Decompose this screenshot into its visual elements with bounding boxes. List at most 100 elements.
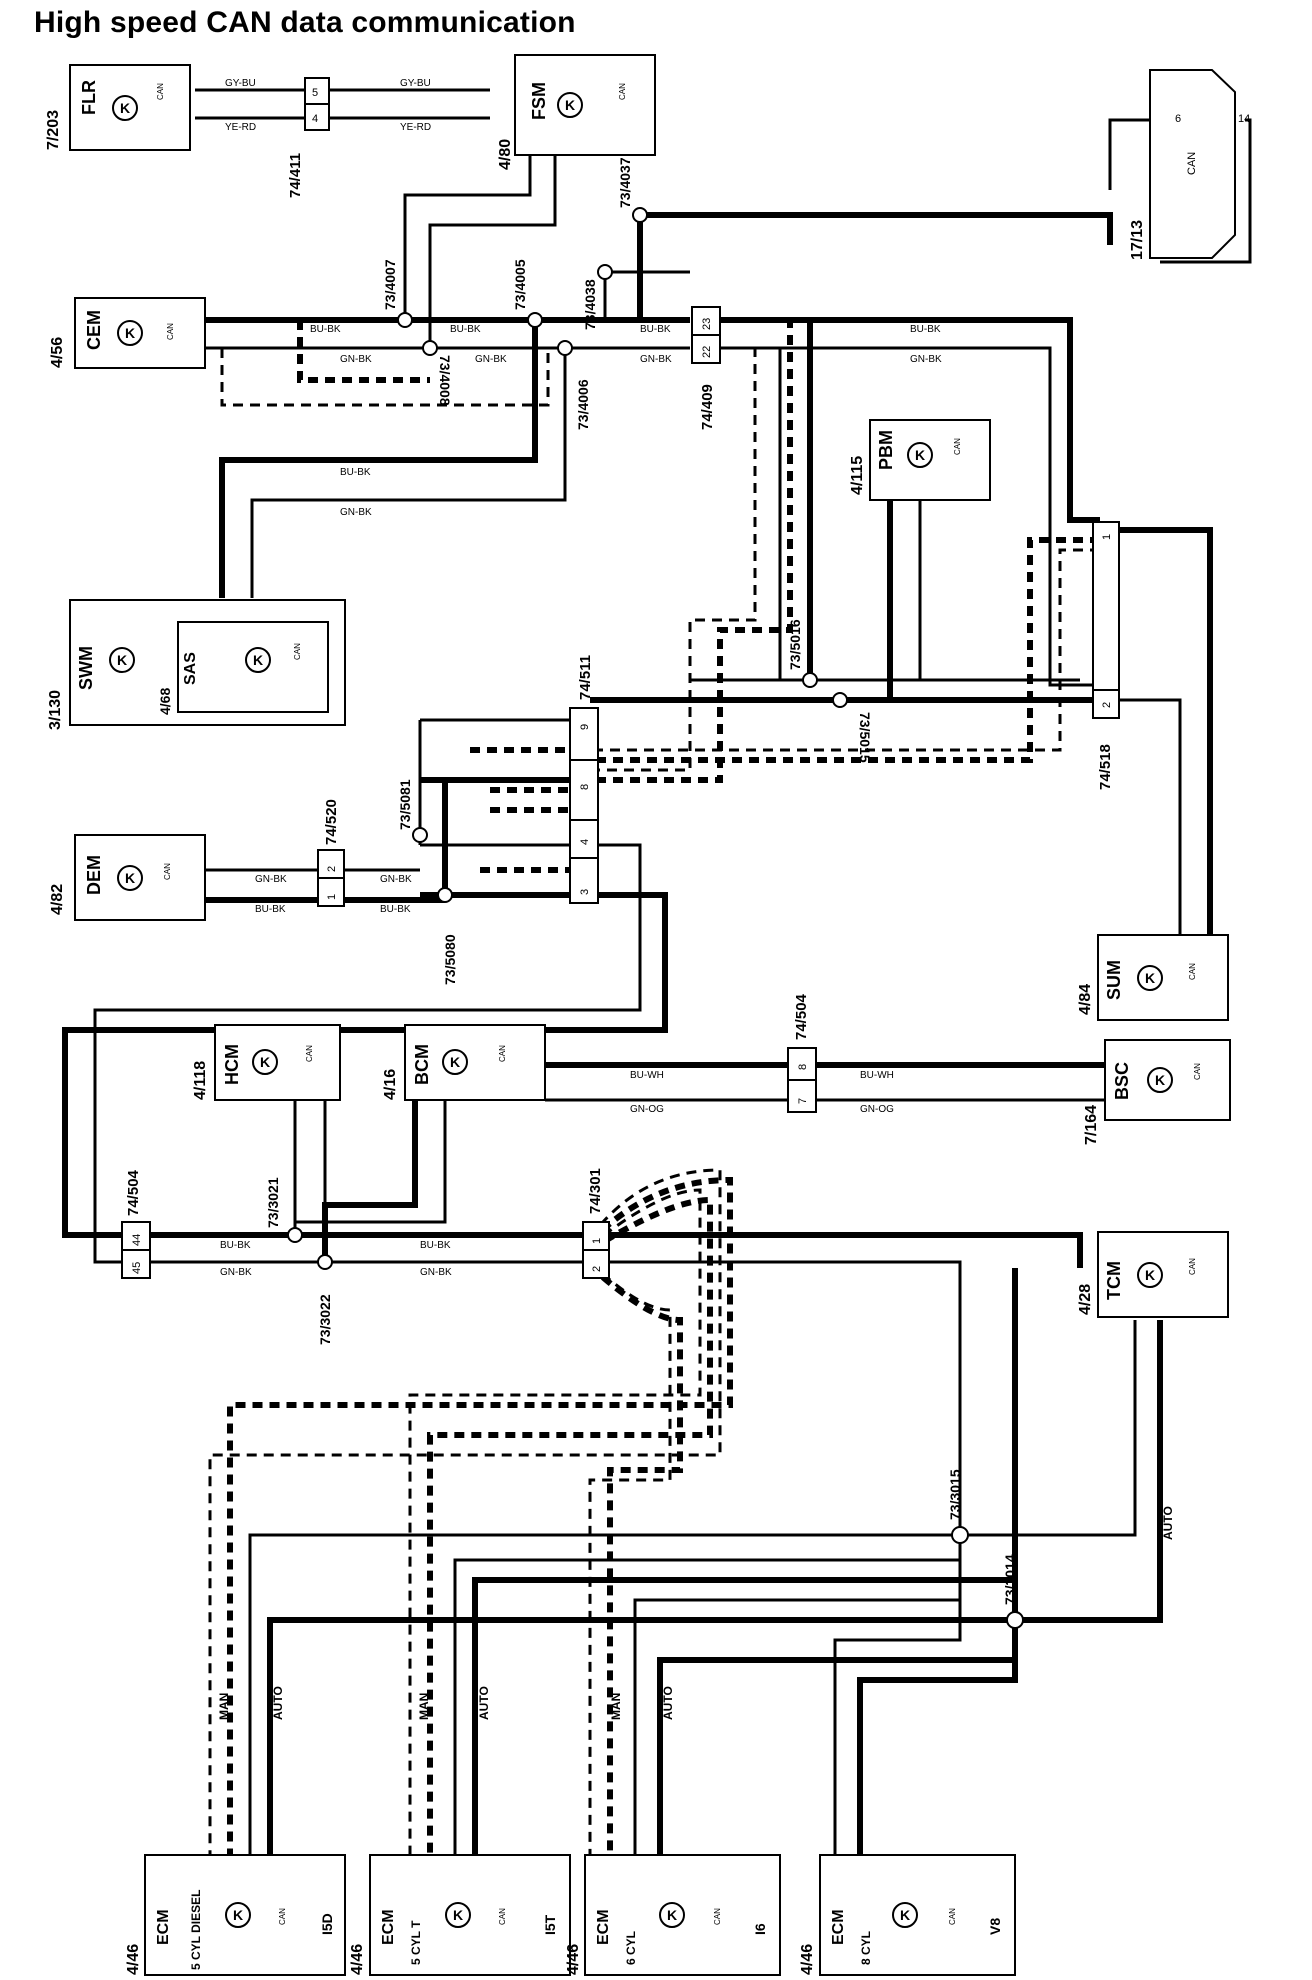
wire-label: BU-BK [220,1240,251,1251]
can-label: CAN [948,1908,957,1925]
splice-label: 73/3015 [947,1469,963,1520]
module-pbm: PBM K CAN 4/115 [849,419,991,501]
wire-label: BU-BK [340,467,371,478]
modules: FLR K CAN 7/203 FSM K CAN 4/80 CEM K CAN… [45,54,1231,1976]
wire-label: GY-BU [400,78,431,89]
dlc-ref: 17/13 [1129,220,1146,260]
module-ref: 7/203 [45,110,62,150]
auto-label: AUTO [477,1686,491,1720]
module-name: PBM [876,430,896,470]
wire-label: BU-BK [255,904,286,915]
svg-text:K: K [1145,1267,1155,1283]
module-sub: 8 CYL [859,1931,873,1965]
connector-74-411: 5 4 74/411 [287,77,330,198]
wire-label: GN-BK [255,874,287,885]
module-name: BSC [1112,1062,1132,1100]
connector-label: 74/518 [1097,744,1114,790]
module-ref: 4/46 [125,1944,142,1975]
connector-74-504a: 8 7 74/504 [787,993,817,1113]
wire-label: GN-OG [630,1104,664,1115]
can-label: CAN [498,1908,507,1925]
splice-label: 73/3014 [1002,1554,1018,1605]
module-variant: I5D [319,1913,335,1935]
module-ref: 7/164 [1083,1105,1100,1145]
connector-label: 74/411 [287,153,304,198]
transmission-labels: MAN AUTO MAN AUTO MAN AUTO AUTO [217,1506,1175,1720]
splice-73-3022: 73/3022 [317,1254,333,1345]
pin-label: 5 [312,87,318,99]
splice-label: 73/5016 [787,619,803,670]
splice-label: 73/5080 [442,934,458,985]
can-label: CAN [953,438,962,455]
auto-label: AUTO [271,1686,285,1720]
splice-73-5015: 73/5015 [832,692,873,763]
pin-label: 2 [1101,702,1113,708]
svg-text:K: K [125,870,135,886]
can-label: CAN [1188,963,1197,980]
module-name: BCM [412,1044,432,1085]
module-ref: 4/82 [49,884,66,915]
connector-74-504b: 44 45 74/504 [121,1169,151,1279]
module-name: FSM [529,82,549,120]
connector-label: 74/504 [793,993,810,1040]
connector-74-511: 9 8 4 3 74/511 [569,655,599,904]
wire-label: GN-BK [340,354,372,365]
pin-label: 1 [591,1238,603,1244]
module-flr: FLR K CAN 7/203 [45,64,191,151]
wire-label: BU-WH [630,1070,664,1081]
pin-label: 45 [131,1262,143,1274]
wire-label: BU-BK [420,1240,451,1251]
connector-74-520: 2 1 74/520 [317,799,345,907]
pin-label: 14 [1238,113,1250,125]
svg-text:K: K [453,1907,463,1923]
pin-label: 2 [591,1266,603,1272]
module-ref: 4/16 [382,1069,399,1100]
can-label: CAN [156,83,165,100]
pin-label: 7 [797,1098,809,1104]
wire-label: GN-BK [475,354,507,365]
wire-label: BU-BK [380,904,411,915]
module-sum: SUM K CAN 4/84 [1077,934,1229,1021]
module-ecm-v8: ECM 8 CYL K CAN V8 4/46 [799,1854,1016,1976]
module-tcm: TCM K CAN 4/28 [1077,1231,1229,1318]
module-name: FLR [79,80,99,115]
module-ecm-i5d: ECM 5 CYL DIESEL K CAN I5D 4/46 [125,1854,346,1976]
wire-label: YE-RD [400,122,431,133]
svg-text:K: K [117,652,127,668]
can-label: CAN [163,863,172,880]
module-ref: 4/46 [565,1944,582,1975]
pin-label: 9 [579,724,591,730]
splice-label: 73/5081 [397,779,413,830]
module-name: ECM [830,1909,847,1945]
wire-label: GN-BK [340,507,372,518]
connector-74-301: 1 2 74/301 [582,1168,610,1279]
page-title: High speed CAN data communication [34,6,576,39]
wire-label: BU-BK [640,324,671,335]
can-label: CAN [305,1045,314,1062]
module-variant: I5T [542,1914,558,1935]
splice-73-5016: 73/5016 [787,619,818,688]
splice-73-4037: 73/4037 [617,157,648,223]
module-dem: DEM K CAN 4/82 [49,834,206,921]
module-variant: I6 [752,1923,768,1935]
module-ref: 4/46 [799,1944,816,1975]
module-ref: 4/80 [497,139,514,170]
wire-label: BU-BK [450,324,481,335]
svg-text:K: K [120,100,130,116]
pin-label: 3 [579,889,591,895]
module-ref: 4/28 [1077,1284,1094,1315]
wire-label: BU-BK [910,324,941,335]
pin-label: 8 [579,784,591,790]
module-ref: 4/68 [157,688,173,715]
connector-label: 74/511 [577,655,594,700]
wire-label: GN-OG [860,1104,894,1115]
can-label: CAN [618,83,627,100]
splice-73-3021: 73/3021 [265,1177,303,1243]
svg-text:K: K [900,1907,910,1923]
can-label: CAN [1193,1063,1202,1080]
pin-label: 44 [131,1234,143,1246]
pin-label: 2 [326,866,338,872]
splice-label: 73/4038 [582,279,598,330]
splice-label: 73/4007 [382,259,398,310]
